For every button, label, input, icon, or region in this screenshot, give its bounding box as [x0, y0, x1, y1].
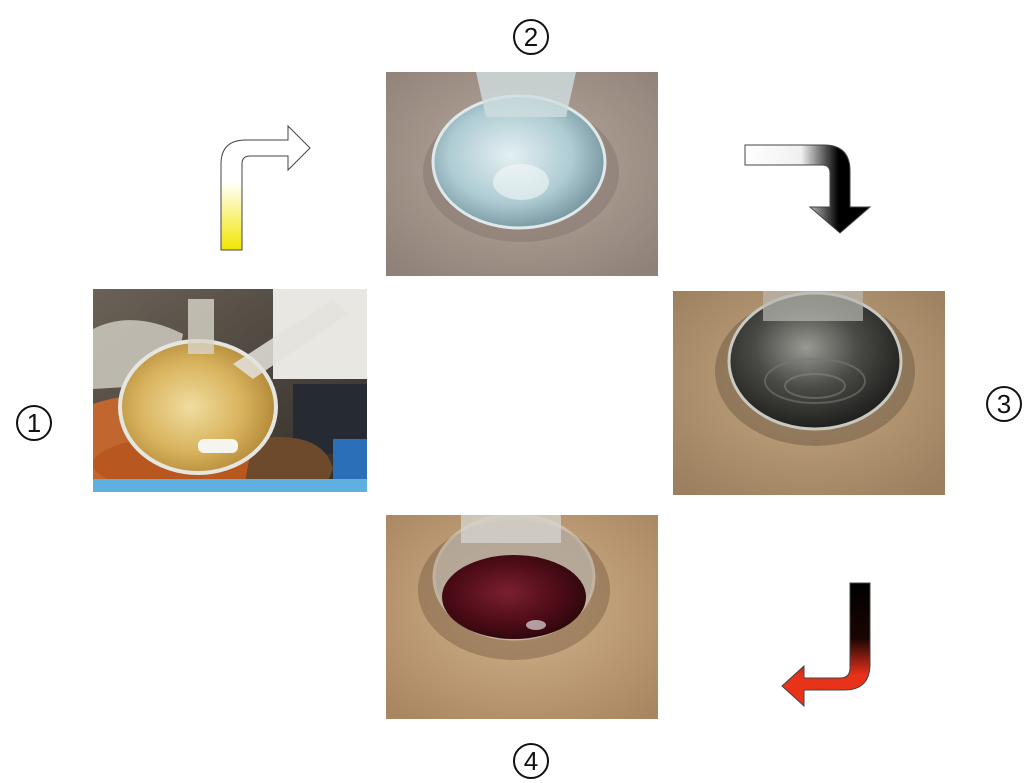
photo-step-2: [386, 72, 658, 276]
arrow-3-to-4: [780, 582, 874, 710]
step-2-label: 2: [513, 19, 549, 55]
arrow-2-to-3: [744, 143, 874, 235]
photo-step-1: [93, 289, 367, 492]
photo-step-3: [673, 291, 945, 495]
step-1-label: 1: [16, 405, 52, 441]
step-3-label: 3: [986, 386, 1022, 422]
step-4-label: 4: [513, 743, 549, 779]
arrow-1-to-2: [218, 124, 312, 252]
photo-step-4: [386, 515, 658, 719]
